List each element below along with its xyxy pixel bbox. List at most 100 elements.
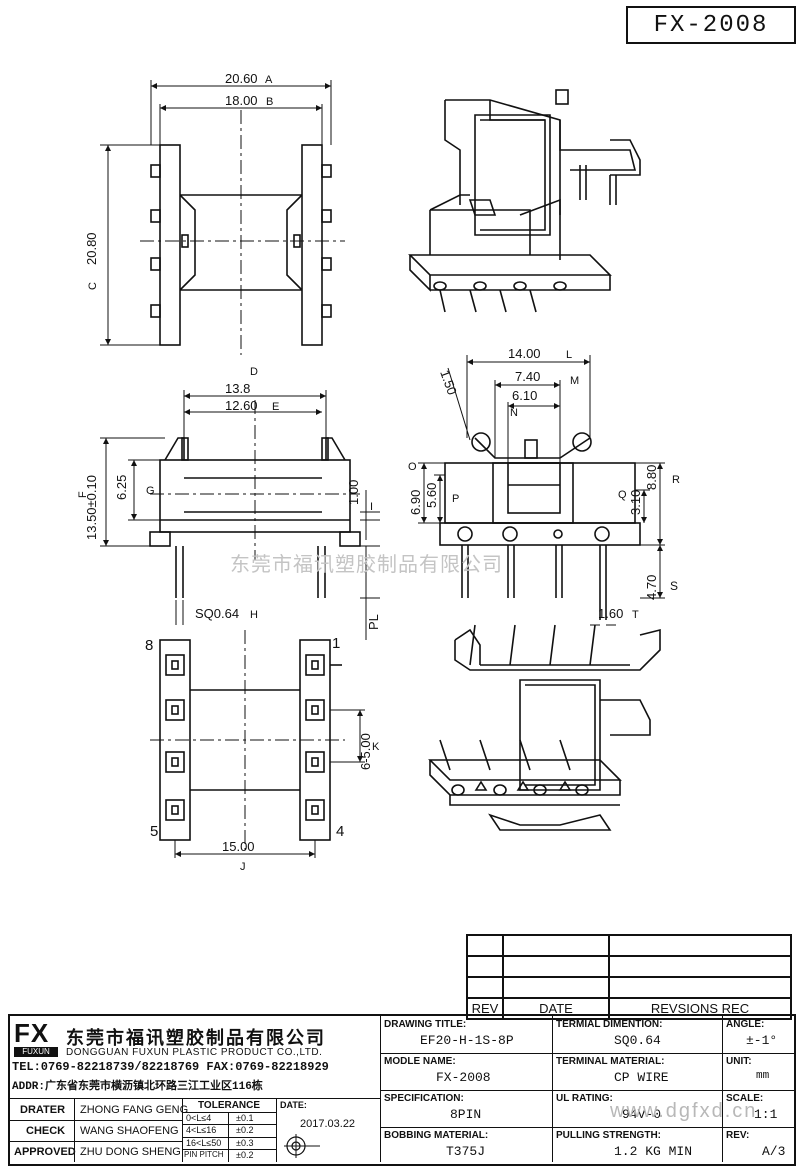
dim-d-tag: D: [250, 366, 258, 378]
dim-s-value: 4.70: [644, 575, 659, 600]
front-view: [149, 400, 361, 598]
terminal-dim-value: SQ0.64: [614, 1033, 661, 1048]
dim-e-tag: E: [272, 401, 279, 413]
dim-e-value: 12.60: [225, 398, 258, 413]
tol-range-2: 4<L≤16: [186, 1125, 217, 1135]
dim-n-value: 6.10: [512, 388, 537, 403]
rev-label: REV:: [726, 1130, 750, 1141]
pulling-strength-value: 1.2 KG MIN: [614, 1144, 693, 1159]
pin-5-label: 5: [150, 823, 158, 840]
dim-i-value: 1.00: [346, 480, 361, 505]
pulling-strength-label: PULLING STRENGTH:: [556, 1130, 661, 1141]
dim-s-tag: S: [670, 579, 678, 593]
terminal-material-value: CP WIRE: [614, 1070, 669, 1085]
date-value: 2017.03.22: [300, 1118, 356, 1130]
dim-f-value: 13.50±0.10: [84, 475, 99, 540]
rev-value: A/3: [762, 1144, 786, 1159]
pin-8-label: 8: [145, 637, 153, 654]
dim-n-tag: N: [510, 407, 518, 419]
dim-pl: PL: [366, 614, 381, 630]
top-view: [140, 110, 345, 355]
watermark-url: www.dgfxd.cn: [610, 1100, 758, 1122]
angle-value: ±-1°: [746, 1033, 778, 1048]
isometric-view-bottom: [428, 624, 661, 831]
dim-k-value: 6-5.00: [358, 733, 373, 770]
tol-value-3: ±0.3: [236, 1138, 254, 1148]
angle-label: ANGLE:: [726, 1019, 765, 1030]
model-value: FX-2008: [436, 1070, 491, 1085]
tolerance-title: TOLERANCE: [198, 1100, 261, 1111]
dim-o-tag: O: [408, 461, 417, 473]
side-view: [439, 432, 641, 620]
tol-value-2: ±0.2: [236, 1125, 254, 1135]
dim-c-tag: C: [87, 282, 99, 290]
check-label: CHECK: [26, 1125, 66, 1137]
scale-value: 1:1: [754, 1107, 778, 1122]
dim-f-tag: F: [77, 491, 89, 498]
tol-range-3: 16<L≤50: [186, 1138, 222, 1148]
bobbin-material-value: T375J: [446, 1144, 486, 1159]
dim-l-tag: L: [566, 349, 572, 361]
dim-c-value: 20.80: [84, 232, 99, 265]
dim-p-value: 5.60: [424, 483, 439, 508]
approved-name: ZHU DONG SHENG: [80, 1146, 181, 1158]
watermark-company: 东莞市福讯塑胶制品有限公司: [230, 554, 503, 576]
bottom-view: [150, 630, 345, 850]
check-name: WANG SHAOFENG: [80, 1125, 179, 1137]
dim-diameter: 1.50: [437, 368, 460, 397]
dim-i-tag: I: [370, 501, 373, 513]
projection-symbol: [284, 1134, 320, 1158]
dim-j-value: 15.00: [222, 839, 255, 854]
dim-h-tag: H: [250, 609, 258, 621]
dim-b-value: 18.00: [225, 93, 258, 108]
dim-r-tag: R: [672, 474, 680, 486]
dim-b-tag: B: [266, 96, 273, 108]
drater-label: DRATER: [20, 1104, 66, 1116]
terminal-material-label: TERMINAL MATERIAL:: [556, 1056, 665, 1067]
dim-k-tag: K: [372, 741, 380, 753]
isometric-view-top: [408, 89, 641, 313]
dim-a-tag: A: [265, 74, 273, 86]
pin-4-label: 4: [336, 823, 344, 840]
dim-j-tag: J: [240, 861, 246, 873]
revision-table: REV DATE REVSIONS REC: [466, 934, 792, 1020]
dim-h-value: SQ0.64: [195, 606, 239, 621]
drater-name: ZHONG FANG GENG: [80, 1104, 189, 1116]
dim-g-tag: G: [146, 485, 155, 497]
company-name-en: DONGGUAN FUXUN PLASTIC PRODUCT CO.,LTD.: [66, 1047, 323, 1058]
dim-l-value: 14.00: [508, 346, 541, 361]
company-addr: ADDR:广东省东莞市横沥镇北环路三江工业区116栋: [12, 1081, 263, 1093]
specification-label: SPECIFICATION:: [384, 1093, 464, 1104]
dim-r-value: 8.80: [644, 465, 659, 490]
technical-drawing: 20.60 A 18.00 B 20.80 C D 13.8 12.60 E 1…: [77, 71, 680, 873]
dim-o-value: 6.90: [408, 490, 423, 515]
company-logo-sub: FUXUN: [14, 1047, 58, 1057]
title-block: FX FUXUN 东莞市福讯塑胶制品有限公司 DONGGUAN FUXUN PL…: [8, 1014, 796, 1166]
tol-value-4: ±0.2: [236, 1150, 254, 1160]
drawing-title-label: DRAWING TITLE:: [384, 1019, 467, 1030]
date-label: DATE:: [280, 1100, 307, 1110]
model-label: MODLE NAME:: [384, 1056, 456, 1067]
bobbin-material-label: BOBBING MATERIAL:: [384, 1130, 489, 1141]
dim-d-value: 13.8: [225, 381, 250, 396]
ul-rating-label: UL RATING:: [556, 1093, 613, 1104]
dim-m-value: 7.40: [515, 369, 540, 384]
ul-rating-value: 94V-0: [622, 1107, 662, 1122]
scale-label: SCALE:: [726, 1093, 764, 1104]
tol-value-1: ±0.1: [236, 1113, 254, 1123]
company-logo: FX: [14, 1018, 50, 1048]
tol-range-4: PIN PITCH: [184, 1150, 224, 1159]
dim-g-value: 6.25: [114, 475, 129, 500]
dim-a-value: 20.60: [225, 71, 258, 86]
terminal-dim-label: TERMIAL DIMENTION:: [556, 1019, 663, 1030]
dim-q-tag: Q: [618, 489, 627, 501]
unit-label: UNIT:: [726, 1056, 752, 1067]
dim-m-tag: M: [570, 375, 579, 387]
dim-q-value: 3.10: [628, 490, 643, 515]
unit-value: mm: [756, 1070, 770, 1082]
dim-p-tag: P: [452, 493, 459, 505]
specification-value: 8PIN: [450, 1107, 482, 1122]
dim-t-value: 1.60: [598, 606, 623, 621]
approved-label: APPROVED: [14, 1146, 76, 1158]
dim-t-tag: T: [632, 609, 639, 621]
